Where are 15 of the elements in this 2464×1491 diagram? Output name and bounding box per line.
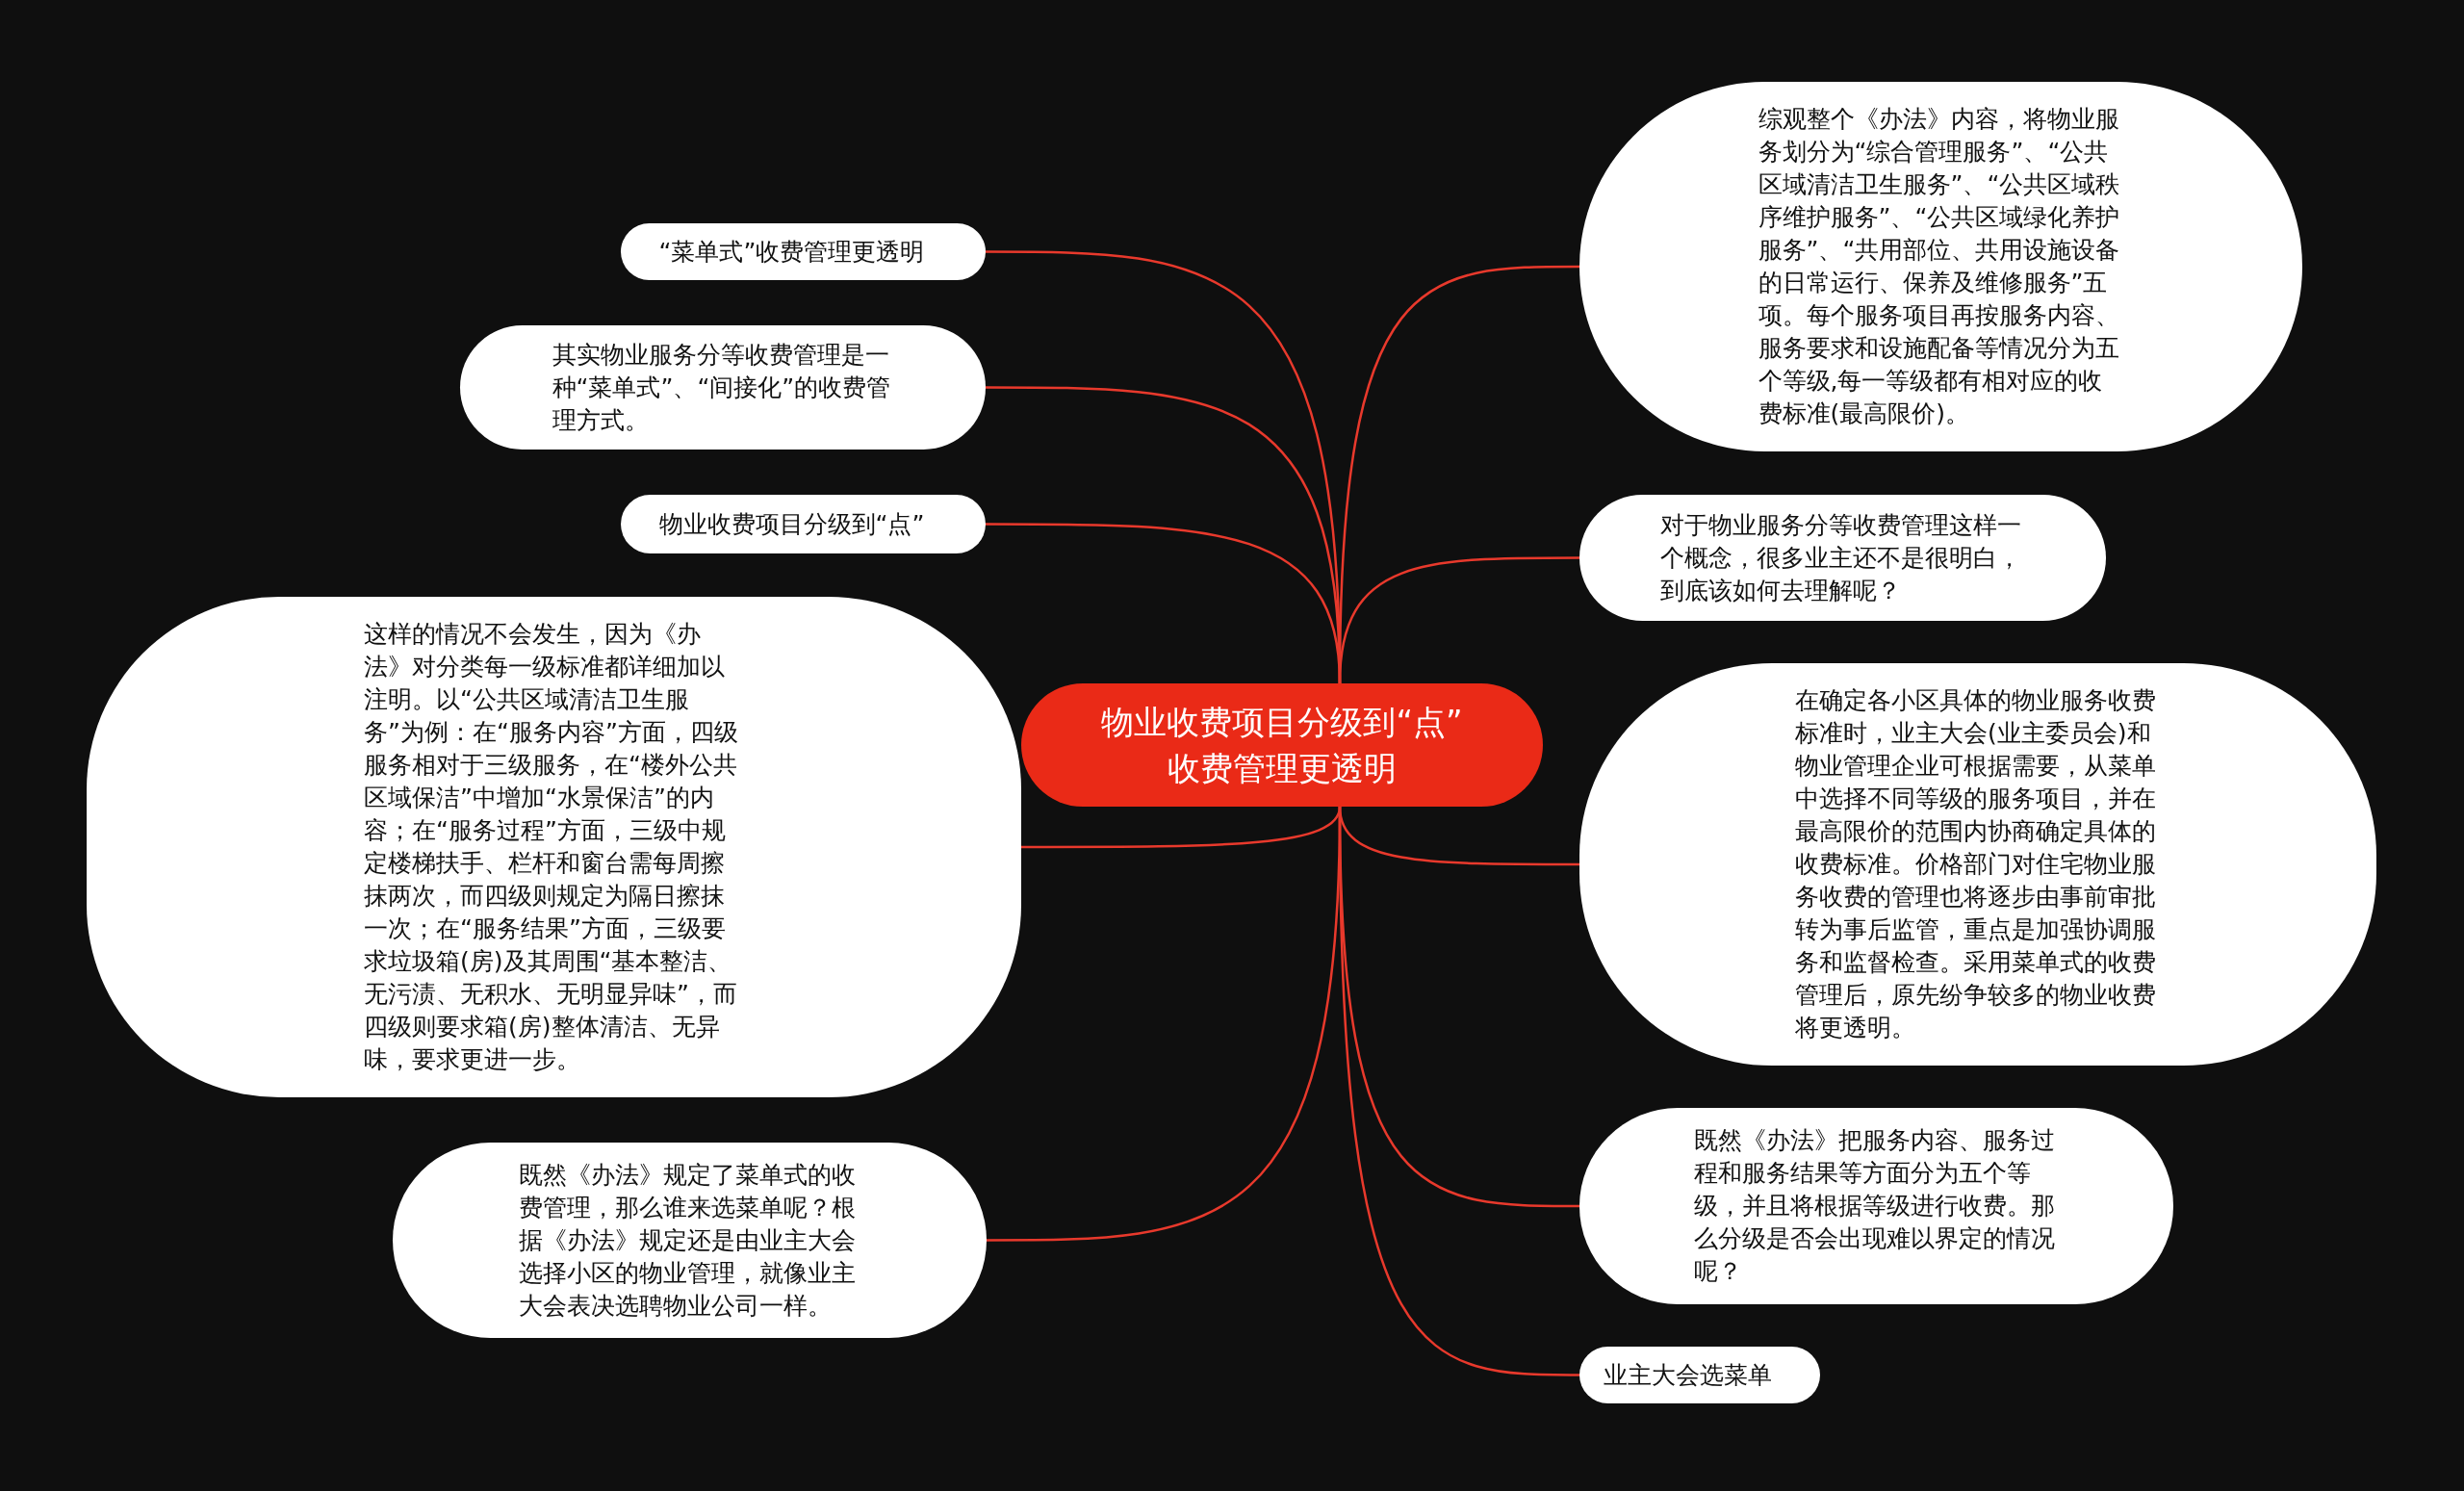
node-text: “菜单式”收费管理更透明 <box>658 236 926 268</box>
topic-box <box>1021 683 1543 807</box>
node-text: 既然《办法》把服务内容、服务过程和服务结果等方面分为五个等级，并且将根据等级进行收费。那么分级是否会出现难以界定的情况呢？ <box>1693 1125 2056 1287</box>
node-text: 其实物业服务分等收费管理是一种“菜单式”、“间接化”的收费管理方式。 <box>552 339 892 436</box>
node-text: 在确定各小区具体的物业服务收费标准时，业主大会(业主委员会)和物业管理企业可根据需要，从菜单中选择不同等级的服务项目，并在最高限价的范围内协商确定具体的收费标准。价格部门对住宅物业服务收费的管理也将逐步由事前审批转为事后监管，重点是加强协调服务和监督检查。采用菜单式的收费管理后，原先纷争较多的物业收费将更透明。 <box>1795 685 2157 1043</box>
node-text: 物业收费项目分级到“点” <box>658 508 926 540</box>
node-text: 对于物业服务分等收费管理这样一个概念，很多业主还不是很明白，到底该如何去理解呢？ <box>1659 509 2022 606</box>
node-text: 物业收费项目分级到“点” 收费管理更透明 <box>1100 702 1464 789</box>
node-text: 业主大会选菜单 <box>1604 1359 1773 1391</box>
node-text: 这样的情况不会发生，因为《办法》对分类每一级标准都详细加以注明。以“公共区域清洁卫生服务”为例：在“服务内容”方面，四级服务相对于三级服务，在“楼外公共区域保洁”中增加“水景保洁”的内容；在“服务过程”方面，三级中规定楼梯扶手、栏杆和窗台需每周擦抹两次，而四级则规定为隔日擦抹一次；在“服务结果”方面，三级要求垃圾箱(房)及其周围“基本整洁、无污渍、无积水、无明显异味”，而四级则要求箱(房)整体清洁、无异味，要求更进一步。 <box>364 619 739 1075</box>
text-bubble <box>621 495 986 553</box>
connector-line <box>1338 556 1579 684</box>
connector-line <box>1338 807 1579 1376</box>
node-text: 综观整个《办法》内容，将物业服务划分为“综合管理服务”、“公共区域清洁卫生服务”、“公共区域秩序维护服务”、“公共区域绿化养护服务”、“共用部位、共用设施设备的日常运行、保养及维修服务”五项。每个服务项目再按服务内容、服务要求和设施配备等情况分为五个等级,每一等级都有相对应的收费标准(最高限价)。 <box>1758 104 2121 429</box>
node-text: 既然《办法》规定了菜单式的收费管理，那么谁来选菜单呢？根据《办法》规定还是由业主大会选择小区的物业管理，就像业主大会表决选聘物业公司一样。 <box>519 1159 857 1322</box>
